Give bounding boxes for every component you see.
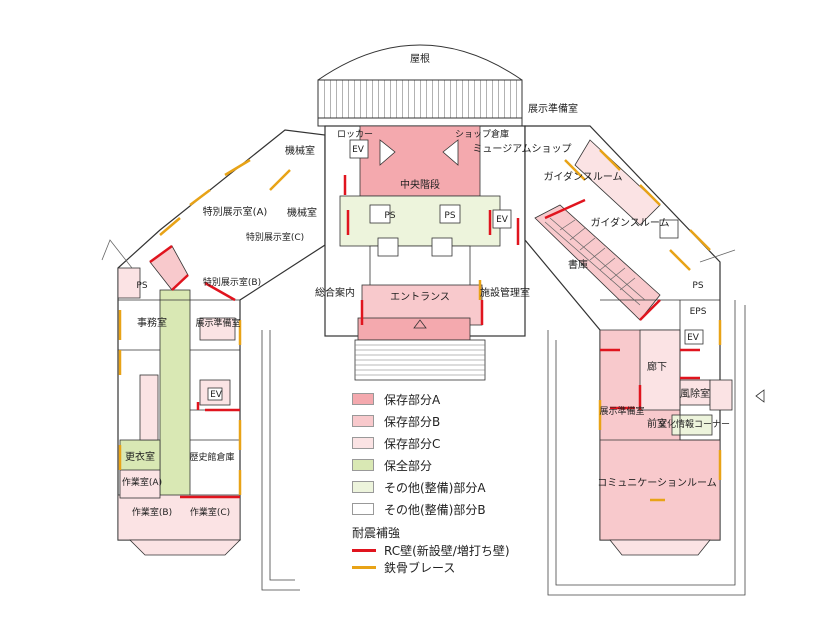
label-front-room: 前室 — [647, 417, 667, 430]
label-ps-left: PS — [136, 281, 147, 291]
label-guidance-room-2: ガイダンスルーム — [590, 216, 669, 229]
legend-label: 保存部分A — [384, 392, 441, 407]
legend-swatch — [352, 415, 374, 427]
label-machine-room-1: 機械室 — [285, 144, 315, 157]
legend-item-other-b: その他(整備)部分B — [352, 498, 572, 520]
label-special-exhibit-b: 特別展示室(B) — [203, 276, 261, 288]
legend-swatch — [352, 503, 374, 515]
legend-item-preserve-b: 保存部分B — [352, 410, 572, 432]
label-exhibit-prep-left: 展示準備室 — [195, 317, 240, 329]
legend-swatch — [352, 481, 374, 493]
label-workroom-c: 作業室(C) — [190, 506, 230, 518]
label-corridor: 廊下 — [647, 360, 667, 373]
label-history-storage: 歴史館倉庫 — [189, 451, 234, 463]
legend-swatch — [352, 437, 374, 449]
label-roof: 屋根 — [410, 52, 430, 65]
label-workroom-b: 作業室(B) — [132, 506, 172, 518]
label-community-room: コミュニケーションルーム — [597, 477, 717, 489]
legend-line-swatch — [352, 566, 376, 569]
label-ev-left: EV — [210, 390, 223, 400]
label-shop-storage: ショップ倉庫 — [455, 128, 509, 140]
legend-line-steel-brace: 鉄骨ブレース — [352, 559, 572, 576]
label-ev-center: EV — [496, 215, 509, 225]
site-lines — [261, 300, 746, 596]
legend-item-preserve-a: 保存部分A — [352, 388, 572, 410]
right-wing — [524, 125, 736, 556]
label-changing-room: 更衣室 — [125, 450, 155, 463]
label-office: 事務室 — [137, 316, 167, 329]
legend-item-other-a: その他(整備)部分A — [352, 476, 572, 498]
label-ps-right: PS — [692, 281, 703, 291]
label-eps: EPS — [690, 307, 707, 317]
legend-label: その他(整備)部分A — [384, 480, 486, 495]
label-museum-shop: ミュージアムショップ — [472, 143, 571, 155]
label-facility-management: 施設管理室 — [480, 286, 530, 299]
legend-label: 保全部分 — [384, 458, 433, 473]
legend-swatch — [352, 459, 374, 471]
legend-label: 保存部分B — [384, 414, 441, 429]
label-exhibit-prep-right: 展示準備室 — [599, 405, 644, 417]
label-machine-room-2: 機械室 — [287, 206, 317, 219]
label-ps-center-right: PS — [444, 211, 455, 221]
label-exhibit-prep-top: 展示準備室 — [528, 102, 578, 115]
label-locker: ロッカー — [337, 129, 373, 140]
legend-line-rc-wall: RC壁(新設壁/増打ち壁) — [352, 542, 572, 559]
label-special-exhibit-c: 特別展示室(C) — [246, 231, 304, 243]
label-info-desk: 総合案内 — [315, 286, 355, 299]
label-stack-room: 書庫 — [568, 258, 588, 271]
legend-swatch — [352, 393, 374, 405]
legend-line-label: 鉄骨ブレース — [384, 561, 456, 575]
label-entrance: エントランス — [390, 291, 450, 303]
left-wing — [101, 129, 326, 556]
label-ps-center-left: PS — [384, 211, 395, 221]
label-guidance-room-1: ガイダンスルーム — [543, 170, 622, 183]
legend-label: 保存部分C — [384, 436, 441, 451]
legend-line-label: RC壁(新設壁/増打ち壁) — [384, 544, 510, 558]
label-wind-break: 風除室 — [680, 387, 710, 400]
stack-shelves — [544, 217, 646, 306]
legend-label: その他(整備)部分B — [384, 502, 486, 517]
label-central-stairs: 中央階段 — [400, 178, 440, 191]
entrance-steps — [354, 339, 486, 381]
rc-walls — [149, 175, 700, 499]
legend-item-preserve-c: 保存部分C — [352, 432, 572, 454]
direction-marker — [755, 389, 765, 403]
legend-item-conserve: 保全部分 — [352, 454, 572, 476]
label-culture-info-corner: 文化情報コーナー — [658, 418, 730, 430]
room-labels: 屋根 ロッカー EV ショップ倉庫 展示準備室 機械室 中央階段 ミュージアムシ… — [122, 52, 730, 518]
label-workroom-a: 作業室(A) — [122, 476, 162, 488]
label-ev-right: EV — [687, 333, 700, 343]
legend-line-swatch — [352, 549, 376, 552]
label-special-exhibit-a: 特別展示室(A) — [203, 205, 268, 218]
steel-braces — [118, 149, 722, 502]
roof-area — [317, 44, 523, 127]
central-block — [324, 125, 526, 341]
label-ev-top-left: EV — [352, 145, 365, 155]
seismic-title: 耐震補強 — [352, 526, 401, 540]
legend: 保存部分A 保存部分B 保存部分C 保全部分 その他(整備)部分A その他(整備… — [352, 388, 572, 576]
